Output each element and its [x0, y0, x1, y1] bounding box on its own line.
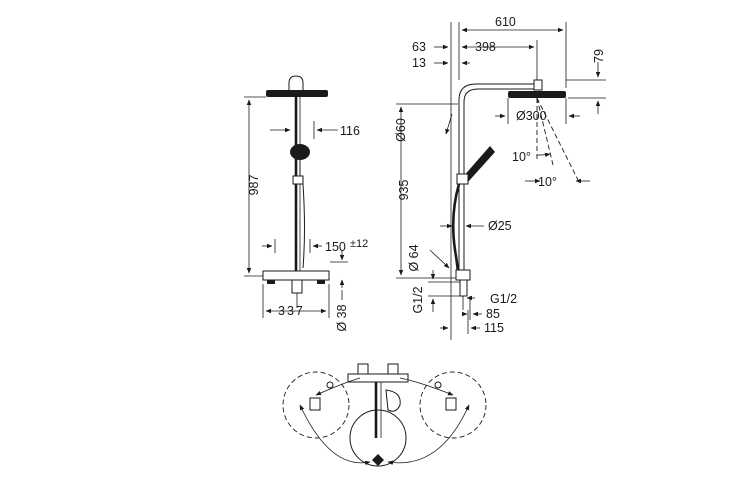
dim-mixer-depth-2: 115: [484, 321, 504, 335]
front-thermostat-mixer: [262, 270, 330, 281]
dim-riser-offset: 13: [412, 56, 426, 70]
side-shower-arm-end: [533, 79, 543, 91]
side-riser-pipe: [458, 83, 538, 270]
dim-spacing-tolerance: ±12: [350, 238, 368, 250]
dim-arm-offset: 398: [475, 40, 496, 54]
front-hose: [299, 160, 305, 269]
dim-hose-diameter: Ø25: [488, 219, 512, 233]
front-shower-top-knob: [288, 75, 304, 90]
side-overhead-shower: [508, 91, 566, 98]
side-thermostat-mixer: [455, 269, 471, 281]
dim-head-tilt-1: 10°: [512, 150, 531, 164]
dim-mixer-width: 337: [278, 304, 305, 318]
dim-head-offset: 116: [340, 124, 360, 138]
dim-arm-length: 610: [495, 15, 516, 29]
dim-head-tilt-2: 10°: [538, 175, 557, 189]
dim-wall-offset: 63: [412, 40, 426, 54]
dim-head-drop: 79: [592, 49, 606, 63]
dim-mixer-depth-1: 85: [486, 307, 500, 321]
dim-riser-height: 935: [397, 180, 411, 201]
dim-thread-right: G1/2: [490, 292, 517, 306]
dim-total-height: 987: [247, 175, 261, 196]
side-hose: [451, 183, 461, 277]
wall-bracket: [347, 373, 409, 383]
front-slider: [292, 175, 304, 185]
side-view: 610 63 398 13 79 Ø300 10° 10° Ø6: [394, 15, 606, 340]
front-hand-shower: [290, 144, 310, 160]
top-view: [282, 363, 487, 467]
dim-thread-left: G1/2: [411, 286, 425, 313]
front-overhead-shower: [266, 90, 328, 97]
dim-spacing: 150: [325, 240, 346, 254]
dim-mixer-diameter: Ø 64: [407, 244, 421, 271]
dim-connection-diameter: Ø 38: [335, 304, 349, 331]
side-hand-shower: [462, 146, 495, 182]
swing-arc-left: [299, 404, 371, 466]
hand-shower-top: [385, 389, 401, 412]
swing-arc-right: [387, 404, 470, 465]
front-view: 987 116 150 ±12 337 Ø 38: [244, 75, 368, 332]
dim-head-diameter: Ø300: [516, 109, 547, 123]
